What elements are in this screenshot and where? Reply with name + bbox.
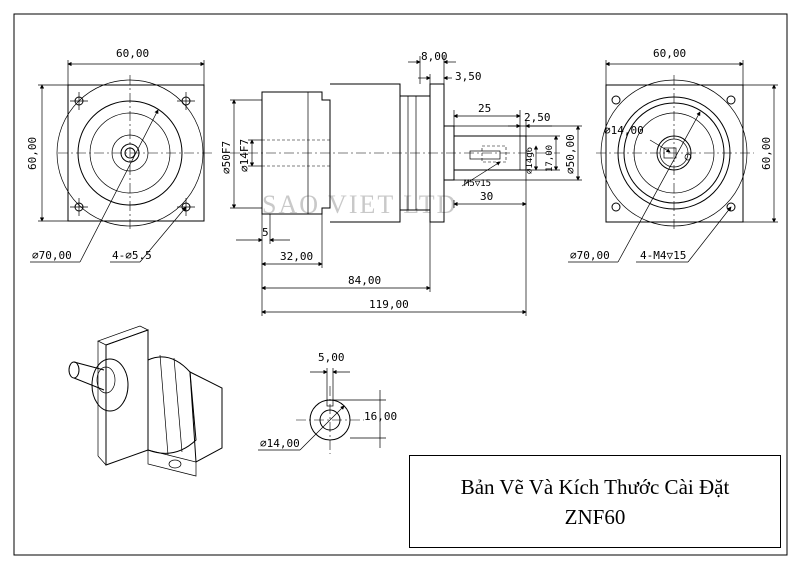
dim-width-left: 60,00 <box>116 47 149 60</box>
front-view-input <box>30 60 215 263</box>
dim-bore-14f7: ⌀14F7 <box>238 139 251 172</box>
title-block: Bản Vẽ Và Kích Thước Cài Đặt ZNF60 <box>409 455 781 548</box>
dim-pcd-right: ⌀70,00 <box>570 249 610 262</box>
front-view-output <box>568 60 778 263</box>
dim-shaft-dia: ⌀14,00 <box>260 437 300 450</box>
isometric-view <box>68 325 223 477</box>
dim-shaft-14g6: ⌀14g6 <box>525 147 535 174</box>
dim-height-left: 60,00 <box>26 137 39 170</box>
dim-shaft-dia-right: ⌀14,00 <box>604 124 644 137</box>
watermark: SAO VIET LTD <box>262 190 457 219</box>
dim-key-width: 5,00 <box>318 351 345 364</box>
dim-bore-50f7: ⌀50F7 <box>220 141 233 174</box>
title-line-2: ZNF60 <box>564 504 626 529</box>
dim-17: 17,00 <box>545 145 555 172</box>
dim-8: 8,00 <box>421 50 448 63</box>
dim-119: 119,00 <box>369 298 409 311</box>
side-view <box>230 56 582 316</box>
dim-taps-right: 4-M4▽15 <box>640 249 686 262</box>
shaft-detail <box>258 368 386 454</box>
dim-tap-m5: M5▽15 <box>464 179 491 189</box>
dim-30: 30 <box>480 190 493 203</box>
dim-height-right: 60,00 <box>760 137 773 170</box>
dim-width-right: 60,00 <box>653 47 686 60</box>
drawing-frame <box>13 13 788 556</box>
dim-pilot-50: ⌀50,00 <box>564 134 577 174</box>
dim-shaft-height: 16,00 <box>364 410 397 423</box>
dim-pcd-left: ⌀70,00 <box>32 249 72 262</box>
dim-holes-left: 4-⌀5.5 <box>112 249 152 262</box>
dim-5: 5 <box>262 226 269 239</box>
dim-2-5: 2,50 <box>524 111 551 124</box>
title-line-1: Bản Vẽ Và Kích Thước Cài Đặt <box>460 474 730 499</box>
dim-3-5: 3,50 <box>455 70 482 83</box>
dim-84: 84,00 <box>348 274 381 287</box>
dim-25: 25 <box>478 102 491 115</box>
dim-32: 32,00 <box>280 250 313 263</box>
